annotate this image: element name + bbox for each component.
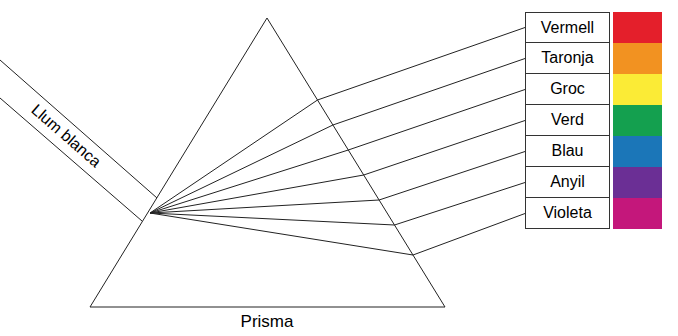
color-name-box: Violeta	[525, 198, 610, 229]
color-name: Vermell	[541, 19, 594, 37]
ray	[150, 90, 525, 214]
color-name-box: Taronja	[525, 43, 610, 74]
legend-row: Violeta	[525, 198, 610, 229]
ray	[150, 121, 525, 214]
color-swatch	[613, 105, 662, 136]
color-name: Groc	[550, 80, 585, 98]
legend-row: Blau	[525, 136, 610, 167]
legend-row: Verd	[525, 105, 610, 136]
refracted-rays	[150, 28, 525, 256]
color-name-box: Blau	[525, 136, 610, 167]
color-name: Anyil	[550, 173, 585, 191]
color-swatch	[613, 198, 662, 229]
color-name: Taronja	[541, 49, 593, 67]
color-name-box: Groc	[525, 74, 610, 105]
color-name: Verd	[551, 111, 584, 129]
legend-row: Taronja	[525, 43, 610, 74]
color-swatch	[613, 136, 662, 167]
color-swatch	[613, 74, 662, 105]
legend-row: Anyil	[525, 167, 610, 198]
light-band-edge	[0, 60, 157, 198]
ray	[150, 213, 525, 255]
ray	[150, 152, 525, 214]
color-legend: VermellTaronjaGrocVerdBlauAnyilVioleta	[525, 12, 610, 229]
color-swatch	[613, 43, 662, 74]
light-label: Llum blanca	[28, 101, 105, 171]
ray	[150, 183, 525, 226]
light-band-edge	[0, 98, 142, 221]
color-name: Blau	[551, 142, 583, 160]
color-name-box: Verd	[525, 105, 610, 136]
color-swatch	[613, 12, 662, 43]
legend-row: Groc	[525, 74, 610, 105]
ray	[150, 59, 525, 214]
prism-label: Prisma	[241, 313, 294, 332]
legend-row: Vermell	[525, 12, 610, 43]
color-name-box: Anyil	[525, 167, 610, 198]
prism-outline	[90, 18, 445, 307]
color-swatch	[613, 167, 662, 198]
color-name: Violeta	[543, 204, 592, 222]
ray	[150, 28, 525, 214]
color-name-box: Vermell	[525, 12, 610, 43]
